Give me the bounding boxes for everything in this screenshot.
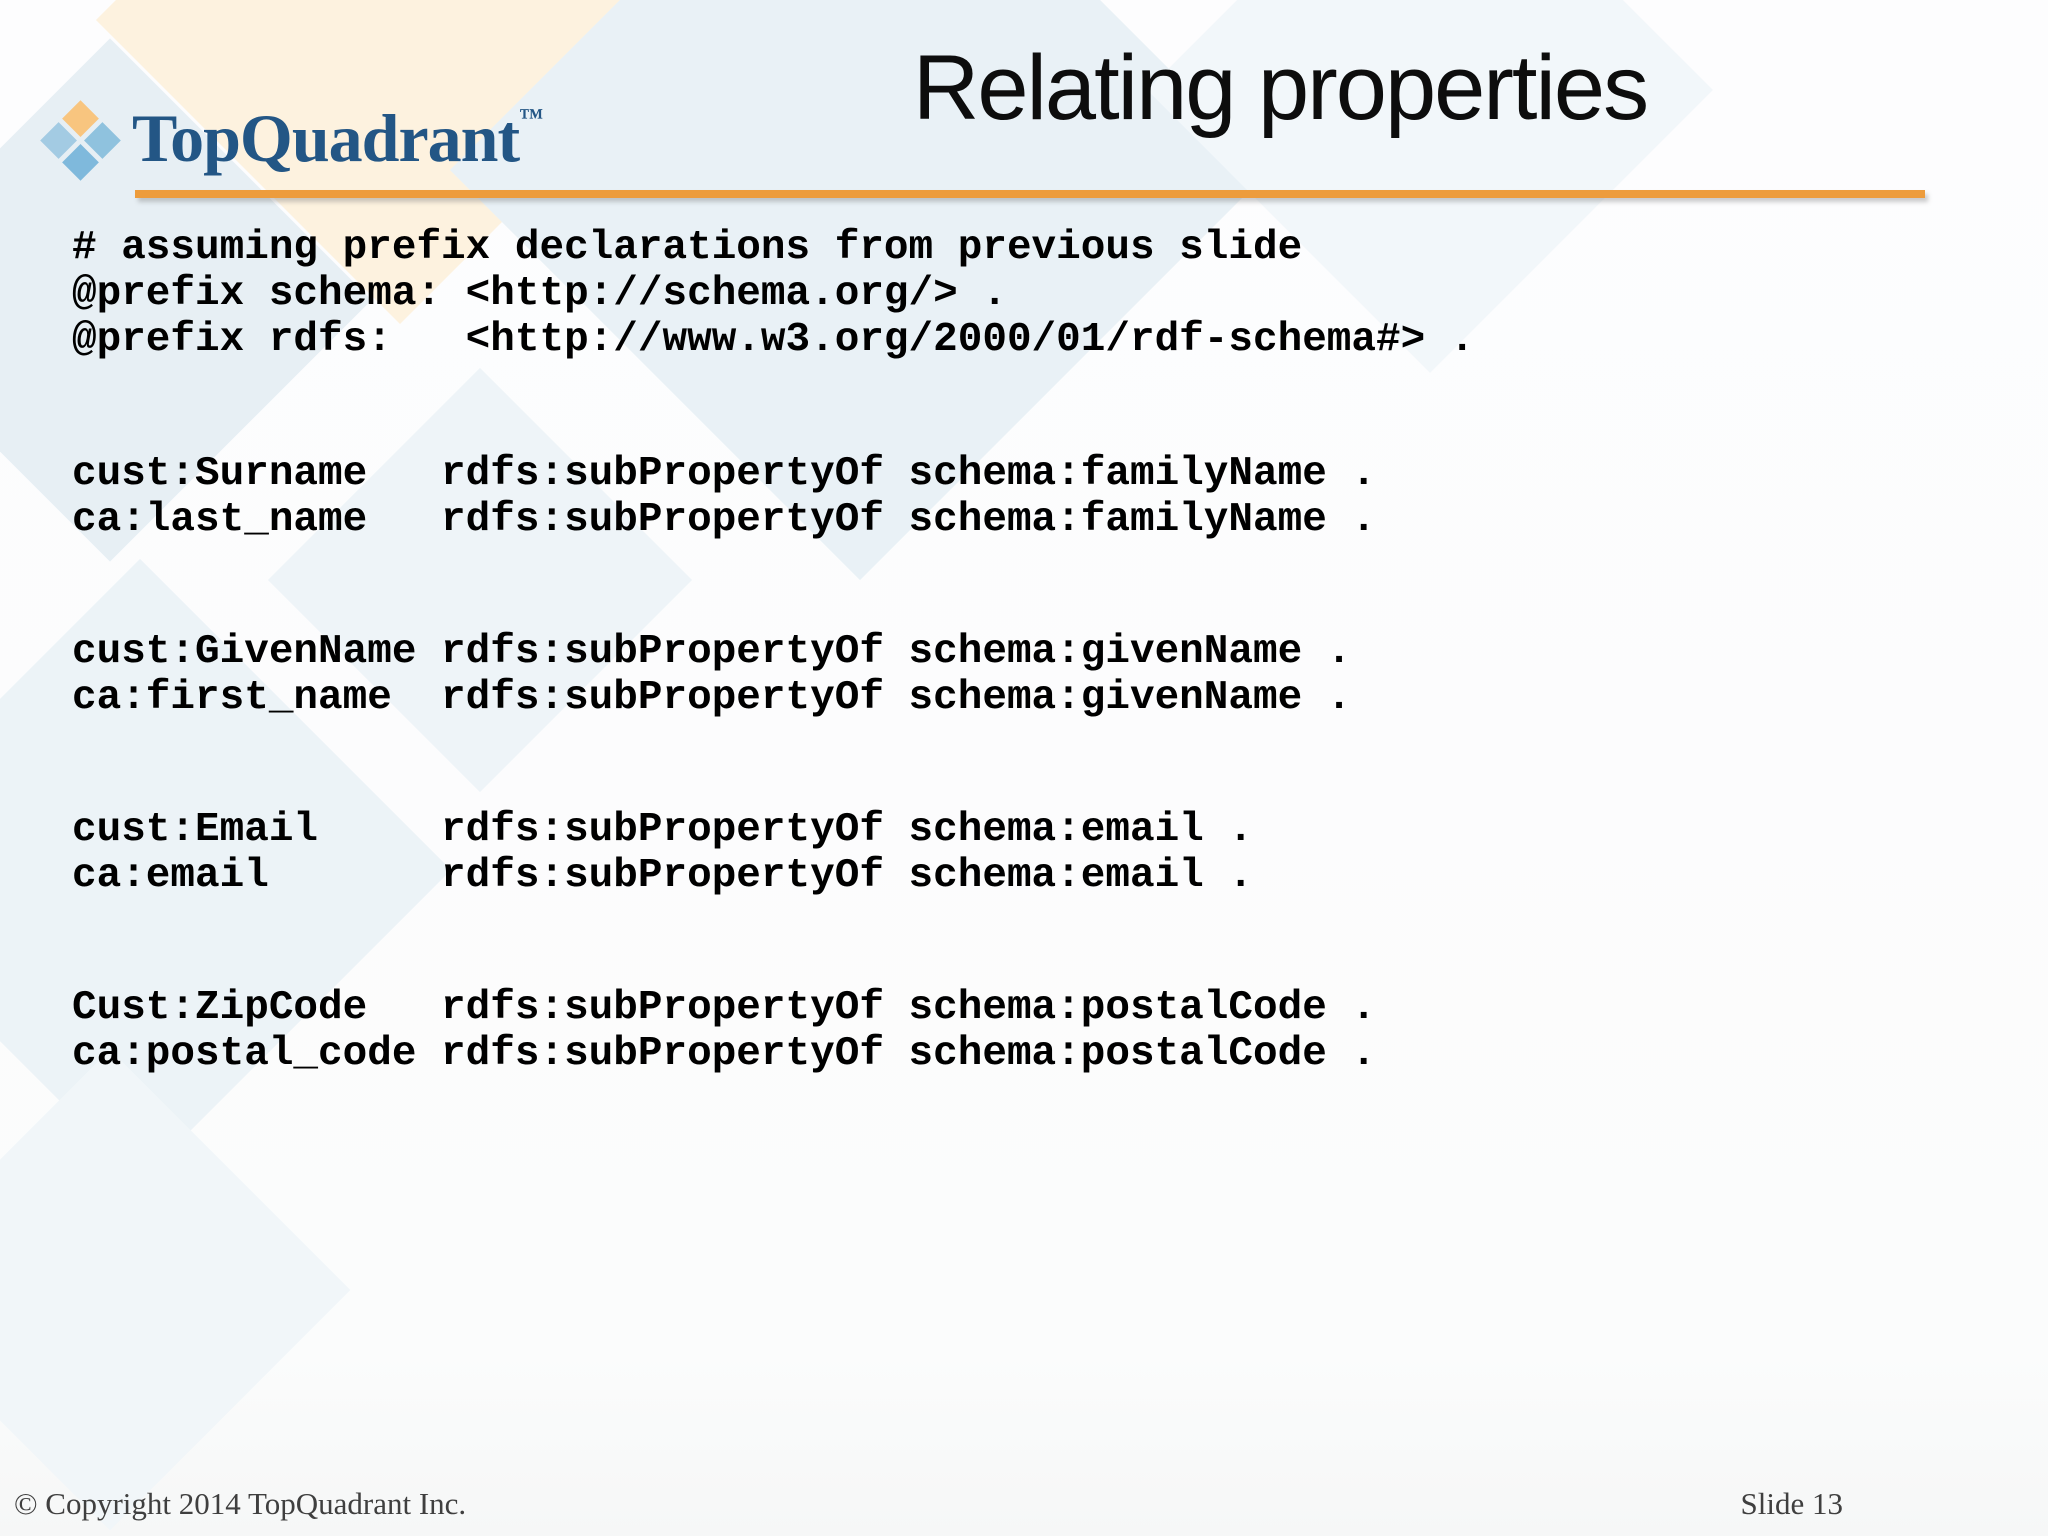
trademark-symbol: ™ [519,105,544,131]
code-prefix-declarations: # assuming prefix declarations from prev… [72,225,1475,363]
code-block: # assuming prefix declarations from prev… [72,225,1474,1163]
accent-divider [135,190,1925,198]
code-group-postalcode: Cust:ZipCode rdfs:subPropertyOf schema:p… [72,985,1377,1077]
topquadrant-logo-wordmark: TopQuadrant™ [132,104,543,172]
page-title: Relating properties [912,37,1649,139]
code-group-familyname: cust:Surname rdfs:subPropertyOf schema:f… [72,451,1377,543]
slide-footer: © Copyright 2014 TopQuadrant Inc. Slide … [14,1486,1843,1522]
brand-name: TopQuadrant [132,100,520,176]
code-group-givenname: cust:GivenName rdfs:subPropertyOf schema… [72,629,1352,721]
slide-number: Slide 13 [1740,1486,1843,1521]
copyright-text: © Copyright 2014 TopQuadrant Inc. [14,1486,467,1521]
code-group-email: cust:Email rdfs:subPropertyOf schema:ema… [72,807,1253,899]
topquadrant-logo-icon [40,100,121,181]
